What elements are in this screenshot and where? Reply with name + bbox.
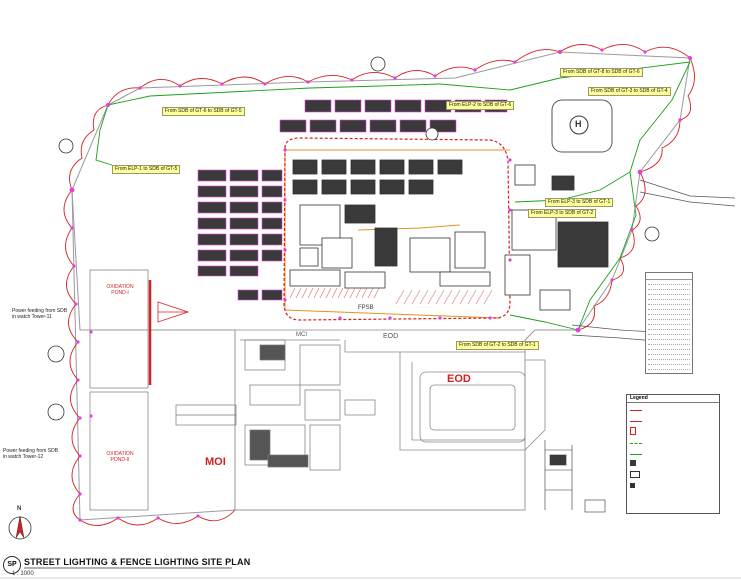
detail-drawing <box>544 440 606 513</box>
zone-fpsb: FPSB <box>358 305 374 311</box>
road-network <box>235 329 546 451</box>
pond-2-line-1: OXIDATION <box>106 451 134 457</box>
legend-panel: Legend <box>626 394 720 514</box>
cable-label: From ELP-3 to SDB of GT-2 <box>528 209 597 218</box>
street-lighting-cable <box>95 61 691 331</box>
scale-text: 1 : 1000 <box>12 571 34 577</box>
zone-moi: MOI <box>205 456 226 468</box>
cable-label: From ELP-3 to SDB of GT-1 <box>545 198 614 207</box>
page-title: STREET LIGHTING & FENCE LIGHTING SITE PL… <box>24 557 251 567</box>
legend-row <box>627 403 719 414</box>
feed-note-11-line-2: in watch Tower-11 <box>12 314 52 320</box>
panel-blocks-left <box>197 169 283 301</box>
legend-row <box>627 469 719 480</box>
pond-2-line-2: POND-II <box>110 457 130 463</box>
cable-label: From ELP-2 to SDB of GT-6 <box>446 101 515 110</box>
pond-2-label: OXIDATION POND-II <box>100 451 140 463</box>
legend-row <box>627 480 719 491</box>
legend-row <box>627 425 719 436</box>
feed-note-12-line-2: in watch Tower-12 <box>3 454 44 460</box>
legend-row <box>627 414 719 425</box>
zone-eod-small: EOD <box>383 333 399 340</box>
cable-label: From ELP-1 to SDB of GT-5 <box>112 165 181 174</box>
cable-label: From SDB of GT-6 to SDB of GT-5 <box>162 107 245 116</box>
legend-title: Legend <box>627 395 719 403</box>
pond-1-line-2: POND-I <box>111 290 129 296</box>
light-poles <box>69 48 692 522</box>
helipad <box>551 99 613 153</box>
mci-buildings <box>244 339 376 471</box>
legend-row <box>627 436 719 447</box>
legend-row <box>627 447 719 458</box>
north-arrow-label: N <box>17 506 22 512</box>
cable-label: From SDB of GT-8 to SDB of GT-6 <box>560 68 643 77</box>
inner-buildings <box>289 159 491 289</box>
legend-row <box>627 458 719 469</box>
schedule-title <box>646 273 692 280</box>
right-buildings <box>504 164 609 311</box>
sheet-mark: SP <box>3 556 21 574</box>
zone-eod: EOD <box>447 373 471 385</box>
schedule-table <box>645 272 693 374</box>
pond-1-line-1: OXIDATION <box>106 284 134 290</box>
feed-note-11-line-1: Power feeding from SDB <box>12 308 68 314</box>
watch-tower-circles <box>47 56 660 421</box>
moi-building <box>175 404 237 426</box>
zone-mci: MCI <box>296 332 307 338</box>
north-arrow <box>8 515 32 540</box>
cable-label: From SDB of GT-2 to SDB of GT-1 <box>456 341 539 350</box>
fpsb-strip <box>289 287 493 305</box>
oxidation-ponds <box>89 269 149 511</box>
feed-note-tower-12: Power feeding from SDB in watch Tower-12 <box>3 448 58 460</box>
gate-symbol <box>148 280 190 385</box>
feed-note-12-line-1: Power feeding from SDB <box>3 448 59 454</box>
helipad-label: H <box>575 119 582 129</box>
cable-label: From SDB of GT-3 to SDB of GT-4 <box>588 87 671 96</box>
feed-note-tower-11: Power feeding from SDB in watch Tower-11 <box>12 308 67 320</box>
pond-1-label: OXIDATION POND-I <box>100 284 140 296</box>
